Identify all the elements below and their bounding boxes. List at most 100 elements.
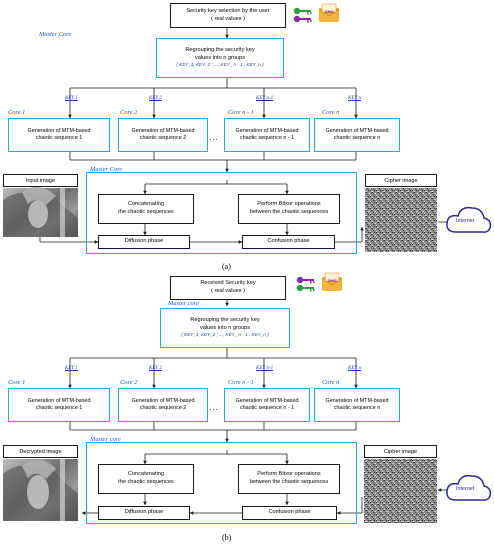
decrypted-image-header: Decrypted image — [3, 445, 78, 458]
confusion-label: Confusion phase — [268, 509, 311, 516]
cipher-image-header: Cipher image — [364, 445, 437, 458]
core-line1: Generation of MTM-based — [27, 397, 91, 404]
core-line2: chaotic sequence 2 — [139, 135, 187, 141]
core-line1: Generation of MTM-based — [131, 397, 195, 404]
diffusion-label: Diffusion phase — [124, 509, 164, 516]
core-label: Core 1 — [8, 109, 26, 116]
ellipsis: ... — [209, 403, 219, 412]
envelope-icon — [318, 3, 340, 22]
bitxor-line2: between the chaotic sequences — [249, 479, 329, 485]
core-line2: chaotic sequence n — [333, 135, 381, 141]
key-label: KEY 1 — [65, 366, 78, 371]
regroup-line1: Regrouping the security key — [190, 317, 260, 324]
confusion-box: Confusion phase — [242, 235, 335, 249]
cipher-image-b — [364, 459, 437, 523]
confusion-box: Confusion phase — [242, 506, 337, 520]
key-label: KEY 2 — [149, 366, 162, 371]
core-line1: Generation of MTM-based — [325, 127, 389, 134]
confusion-label: Confusion phase — [267, 238, 310, 245]
key-icon — [296, 276, 315, 292]
key-label: KEY n — [348, 366, 361, 371]
core-line2: chaotic sequence n — [333, 405, 381, 411]
key-label: KEY 2 — [149, 96, 162, 101]
regroup-line2: values into n groups — [194, 54, 246, 61]
decrypted-image-thumbnail — [3, 459, 78, 521]
caption-b: (b) — [222, 533, 232, 542]
caption-a: (a) — [222, 262, 231, 271]
core-line2: chaotic sequence 2 — [139, 405, 187, 411]
core-line1: Generation of MTM-based — [325, 397, 389, 404]
core-box: Generation of MTM-based chaotic sequence… — [118, 118, 208, 152]
core-label: Core n — [322, 379, 340, 386]
bitxor-line1: Perform Bitxor operations — [257, 201, 321, 208]
core-line1: Generation of MTM-based — [131, 127, 195, 134]
input-image-header: Input image — [3, 174, 78, 187]
regroup-line2: values into n groups — [199, 324, 251, 331]
key-label: KEY n-1 — [256, 366, 274, 371]
bitxor-line1: Perform Bitxor operations — [257, 471, 321, 478]
bitxor-box: Perform Bitxor operations between the ch… — [238, 194, 340, 224]
master-core-label: Master Core — [39, 31, 72, 38]
key-label: KEY n — [348, 96, 361, 101]
core-line1: Generation of MTM-based — [235, 397, 299, 404]
core-label: Core n - 1 — [228, 379, 254, 386]
key-selection-line2: ( real values ) — [211, 15, 245, 22]
concatenate-box: Concatenating the chaotic sequences — [98, 194, 194, 224]
core-label: Core 2 — [120, 109, 138, 116]
core-label: Core n — [322, 109, 340, 116]
bitxor-box: Perform Bitxor operations between the ch… — [238, 464, 340, 494]
regroup-key-list: ( KEY_1; KEY_2 ; ...; KEY_ n - 1 ; KEY_n… — [176, 62, 264, 68]
core-line2: chaotic sequence 1 — [35, 405, 83, 411]
sms-label: SMS — [328, 278, 337, 283]
core-line1: Generation of MTM-based — [235, 127, 299, 134]
core-box: Generation of MTM-based chaotic sequence… — [8, 388, 110, 422]
received-key-box: Received Security key ( real values ) — [170, 276, 286, 300]
core-box: Generation of MTM-based chaotic sequence… — [224, 388, 310, 422]
master-core-frame — [86, 442, 357, 524]
master-core-label-2: Master Core — [90, 166, 123, 173]
key-label: KEY 1 — [65, 96, 78, 101]
key-icon — [293, 7, 312, 23]
core-box: Generation of MTM-based chaotic sequence… — [8, 118, 110, 152]
concatenate-line1: Concatenating — [127, 471, 165, 478]
core-box: Generation of MTM-based chaotic sequence… — [314, 388, 400, 422]
cipher-image-header: Cipher image — [365, 174, 437, 187]
core-line1: Generation of MTM-based — [27, 127, 91, 134]
master-core-frame — [86, 172, 357, 254]
core-line2: chaotic sequence 1 — [35, 135, 83, 141]
regroup-box: Regrouping the security key values into … — [160, 308, 290, 348]
internet-label: Internet — [456, 218, 475, 224]
core-box: Generation of MTM-based chaotic sequence… — [224, 118, 310, 152]
core-line2: chaotic sequence n - 1 — [239, 135, 295, 141]
core-label: Core n - 1 — [228, 109, 254, 116]
core-label: Core 2 — [120, 379, 138, 386]
received-key-line2: ( real values ) — [211, 288, 245, 294]
input-image-thumbnail — [3, 186, 78, 237]
regroup-key-list: ( KEY_1; KEY_2 ; ...; KEY_ n - 1 ; KEY_n… — [181, 332, 269, 338]
ellipsis: ... — [209, 133, 219, 142]
cloud-icon — [446, 206, 492, 233]
master-core-label: Master core — [168, 300, 199, 307]
received-key-line1: Received Security key — [200, 280, 256, 287]
diffusion-label: Diffusion phase — [124, 238, 164, 245]
cloud-icon — [446, 474, 492, 501]
core-box: Generation of MTM-based chaotic sequence… — [118, 388, 208, 422]
concatenate-line2: the chaotic sequences — [118, 209, 174, 215]
core-label: Core 1 — [8, 379, 26, 386]
concatenate-line1: Concatenating — [127, 201, 165, 208]
cipher-image-a — [365, 188, 437, 252]
key-label: KEY n-1 — [256, 96, 274, 101]
concatenate-box: Concatenating the chaotic sequences — [98, 464, 194, 494]
regroup-line1: Regrouping the security key — [185, 47, 255, 54]
master-core-label-2: Master core — [90, 436, 121, 443]
core-box: Generation of MTM-based chaotic sequence… — [314, 118, 400, 152]
concatenate-line2: the chaotic sequences — [118, 479, 174, 485]
diffusion-box: Diffusion phase — [98, 506, 190, 520]
internet-label: Internet — [456, 486, 475, 492]
bitxor-line2: between the chaotic sequences — [249, 209, 329, 215]
core-line2: chaotic sequence n - 1 — [239, 405, 295, 411]
diffusion-box: Diffusion phase — [98, 235, 190, 249]
sms-label: SMS — [325, 9, 334, 14]
